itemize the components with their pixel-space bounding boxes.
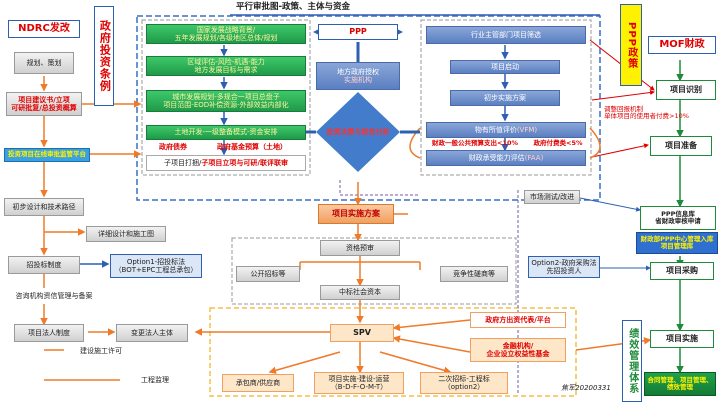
prequalify-box: 资格预审 bbox=[320, 240, 400, 256]
page-title: 平行审批图-政策、主体与资金 bbox=[236, 2, 351, 13]
legal-person-box: 项目法人制度 bbox=[14, 324, 84, 342]
mof-label: MOF财政 bbox=[648, 36, 716, 54]
second-bid-box: 二次招标-工程标（option2） bbox=[420, 372, 508, 394]
project-implement-box: 项目实施-建设-运营（B-D-F-O-M-T） bbox=[314, 372, 404, 394]
contractor-box: 承包商/供应商 bbox=[222, 374, 294, 392]
ppp-vertical-label: PPP政策 bbox=[620, 4, 642, 86]
gov-bond-text: 政府债券 bbox=[159, 143, 187, 152]
adjust-note: 调整回报机制单体项目的使用者付费>10% bbox=[604, 104, 689, 120]
execute-box: 项目实施 bbox=[650, 330, 714, 348]
author-note: 焦军20200331 bbox=[561, 383, 611, 392]
package-box: 子项目打捆/子项目立项与可研/联评联审 bbox=[146, 155, 306, 171]
industry-screen-box: 行业主管部门项目筛选 bbox=[426, 26, 586, 44]
contract-mgmt-box: 合同管理、项目管理、绩效管理 bbox=[644, 372, 716, 396]
national-strategy-box: 国家发展战略背景/五年发展规划/各级地区总体/规划 bbox=[146, 24, 306, 44]
local-gov-box: 地方政府授权实施机构 bbox=[316, 62, 400, 90]
consult-mgmt-text: 咨询机构资信管理与备案 bbox=[4, 288, 104, 304]
public-bid-box: 公开招标等 bbox=[236, 266, 300, 282]
ppp-info-box: PPP信息库省财政审核申请 bbox=[640, 206, 716, 230]
bid-system-box: 招投标制度 bbox=[8, 256, 80, 274]
special-fund-text: 政府基金预算（土地） bbox=[217, 143, 287, 152]
impl-plan-box: 项目实施方案 bbox=[318, 204, 394, 224]
ratio-note-1: 财政一般公共预算支出<10% bbox=[431, 139, 518, 148]
vfm-box: 物有所值评价(VFM) bbox=[426, 122, 586, 138]
market-test-box: 市场测试/改进 bbox=[524, 190, 580, 204]
fiscal-ability-box: 财政承受能力评估(FAA) bbox=[426, 150, 586, 166]
supervision-text: 工程监理 bbox=[120, 372, 190, 388]
online-platform-box: 投资项目在线审批监管平台 bbox=[4, 148, 90, 162]
detail-design-box: 详细设计和施工图 bbox=[86, 226, 166, 242]
prelim-plan-box: 初步实施方案 bbox=[450, 90, 560, 106]
gov-invest-vertical-label: 政府投资条例 bbox=[94, 6, 114, 106]
preliminary-design-box: 初步设计和技术路径 bbox=[4, 198, 84, 216]
construction-permit-text: 建设施工许可 bbox=[66, 344, 136, 358]
option2-box: Option2-政府采购法先招投资人 bbox=[528, 256, 600, 278]
prepare-box: 项目准备 bbox=[650, 136, 712, 156]
land-dev-box: 土地开发-一级整备模式-资金安排 bbox=[146, 125, 306, 140]
perf-mgmt-vertical-label: 绩效管理体系 bbox=[622, 320, 642, 402]
change-legal-box: 变更法人主体 bbox=[116, 324, 188, 342]
finance-box: 金融机构/企业设立权益性基金 bbox=[470, 338, 566, 362]
spv-box: SPV bbox=[330, 324, 394, 342]
proposal-box: 项目建议书/立项 可研批复/总投资概算 bbox=[6, 92, 82, 116]
gov-rep-box: 政府方出资代表/平台 bbox=[470, 312, 566, 328]
ndrc-label: NDRC发改 bbox=[8, 20, 80, 38]
platform-box: 财政部PPP中心管理入库项目管理库 bbox=[636, 232, 718, 254]
competitive-box: 竞争性磋商等 bbox=[440, 266, 508, 282]
procure-box: 项目采购 bbox=[650, 262, 714, 280]
regional-assessment-box: 区域评估-风险-机遇-能力地方发展目标与需求 bbox=[146, 56, 306, 76]
invest-decision-diamond: 投资决策与财务分析 bbox=[326, 127, 390, 136]
identify-box: 项目识别 bbox=[656, 80, 716, 100]
ppp-box: PPP bbox=[318, 24, 398, 40]
winning-capital-box: 中标社会资本 bbox=[320, 285, 400, 300]
option1-box: Option1-招投标法（BOT+EPC工程总承包） bbox=[110, 254, 202, 278]
ratio-note-2: 政府付费类<5% bbox=[533, 139, 583, 148]
city-plan-box: 城市发展规划-多规合一项目总盘子项目范围-EOD补偿资源-外部效益内部化 bbox=[146, 90, 306, 112]
planning-box: 规划、策划 bbox=[14, 52, 74, 74]
project-start-box: 项目启动 bbox=[450, 60, 560, 74]
